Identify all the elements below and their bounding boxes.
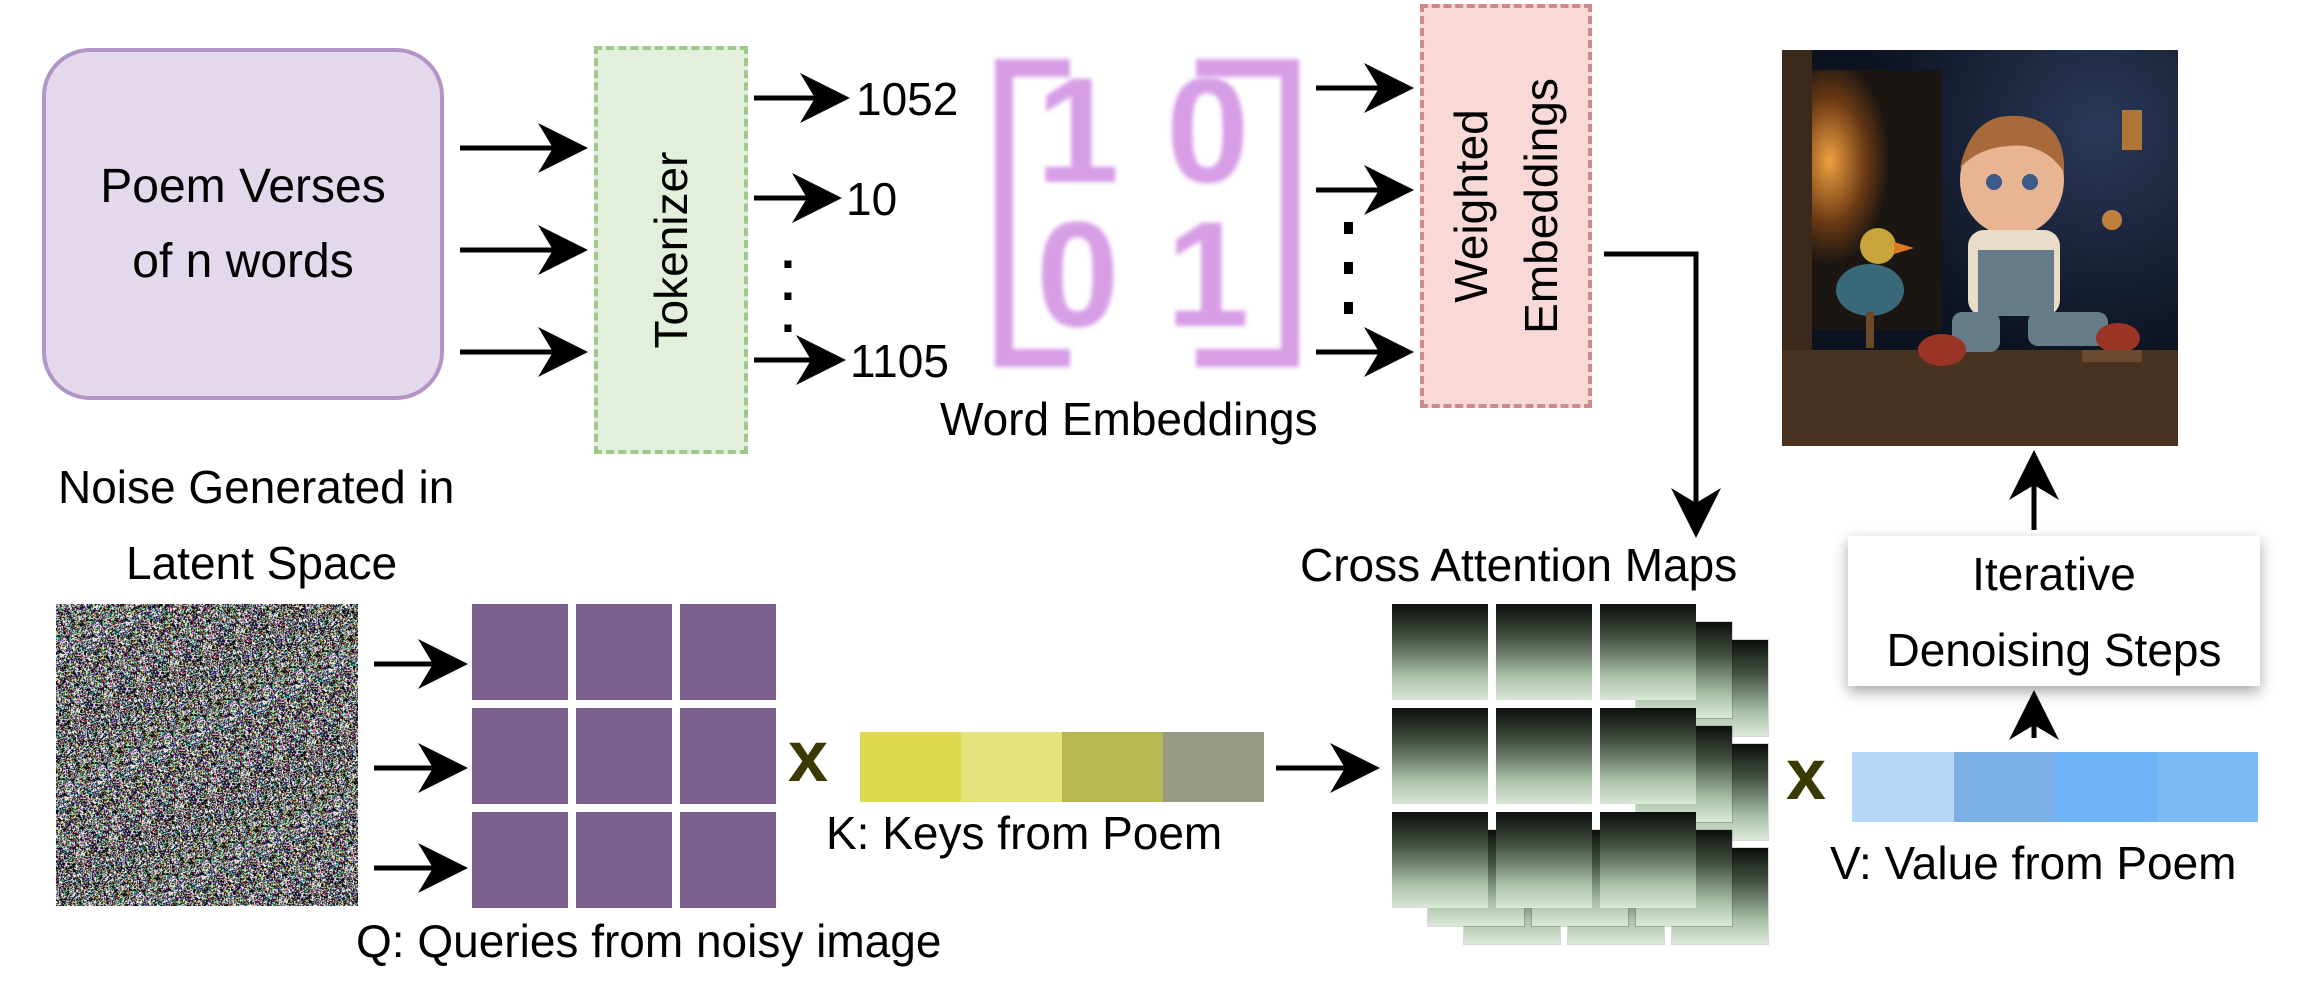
token-ellipsis-2: .	[781, 255, 795, 311]
token-id-n: 1105	[850, 335, 949, 387]
key-segment	[1163, 732, 1264, 802]
matrix-digit-4: 1	[1166, 190, 1250, 358]
weighted-embeddings-label: Weighted Embeddings	[1436, 78, 1576, 334]
multiply-symbol-v: x	[1786, 735, 1827, 815]
attention-cell	[1600, 604, 1696, 700]
keys-label: K: Keys from Poem	[826, 807, 1223, 859]
token-ellipsis-3: .	[781, 287, 795, 343]
key-segment	[961, 732, 1062, 802]
generated-image	[1782, 50, 2178, 446]
poem-verses-line2: of n words	[132, 235, 354, 288]
arrows-noise-queries	[374, 639, 468, 893]
queries-grid	[472, 604, 780, 912]
key-segment	[860, 732, 961, 802]
value-segment	[1953, 752, 2055, 822]
word-embeddings-matrix	[995, 59, 1299, 367]
weighted-embeddings-box: Weighted Embeddings	[1420, 4, 1592, 408]
token-id-1: 1052	[856, 73, 959, 125]
iterative-denoising-box: Iterative Denoising Steps	[1848, 536, 2260, 686]
generated-image-art	[1782, 50, 2178, 446]
attention-cell	[1392, 604, 1488, 700]
key-segment	[1062, 732, 1163, 802]
query-cell	[472, 812, 568, 908]
attention-cell	[1496, 604, 1592, 700]
value-segment	[1852, 752, 1954, 822]
arrows-poem-tokenizer	[460, 123, 588, 377]
query-cell	[576, 604, 672, 700]
tokenizer-box: Tokenizer	[594, 46, 748, 454]
query-cell	[576, 708, 672, 804]
attention-cell	[1600, 708, 1696, 804]
iterative-line2: Denoising Steps	[1886, 624, 2222, 676]
poem-verses-box: Poem Verses of n words	[42, 48, 444, 400]
values-bar	[1852, 752, 2258, 822]
matrix-digit-3: 0	[1036, 190, 1120, 358]
weighted-embeddings-line2: Embeddings	[1515, 78, 1567, 334]
arrows-tokenizer-ids	[754, 73, 850, 385]
matrix-digit-1: 1	[1036, 46, 1120, 214]
matrix-digit-2: 0	[1166, 46, 1250, 214]
keys-bar	[860, 732, 1264, 802]
value-segment	[2156, 752, 2258, 822]
latent-noise-image	[56, 604, 358, 906]
attention-cell	[1496, 812, 1592, 908]
query-cell	[576, 812, 672, 908]
word-embeddings-label: Word Embeddings	[940, 393, 1318, 445]
attention-cell	[1392, 812, 1488, 908]
poem-verses-line1: Poem Verses	[100, 160, 386, 213]
values-label: V: Value from Poem	[1830, 837, 2237, 889]
cross-attention-label: Cross Attention Maps	[1300, 539, 1738, 591]
token-ellipsis-1: .	[781, 223, 795, 279]
queries-label: Q: Queries from noisy image	[356, 915, 942, 967]
noise-label-line1: Noise Generated in	[58, 461, 455, 513]
attention-cell	[1496, 708, 1592, 804]
attention-cell	[1600, 812, 1696, 908]
embedding-ellipsis	[1344, 222, 1353, 314]
noise-label-line2: Latent Space	[126, 537, 398, 589]
query-cell	[680, 812, 776, 908]
multiply-symbol-qk: x	[788, 717, 829, 797]
weighted-embeddings-line1: Weighted	[1445, 109, 1497, 303]
arrows-embeddings-weighted	[1316, 63, 1414, 377]
token-id-2: 10	[846, 173, 898, 225]
query-cell	[680, 604, 776, 700]
attention-cell	[1392, 708, 1488, 804]
value-segment	[2055, 752, 2157, 822]
arrow-weighted-to-attention	[1604, 251, 1721, 538]
query-cell	[680, 708, 776, 804]
cross-attention-maps	[1392, 604, 1772, 984]
query-cell	[472, 604, 568, 700]
query-cell	[472, 708, 568, 804]
iterative-line1: Iterative	[1972, 548, 2136, 600]
